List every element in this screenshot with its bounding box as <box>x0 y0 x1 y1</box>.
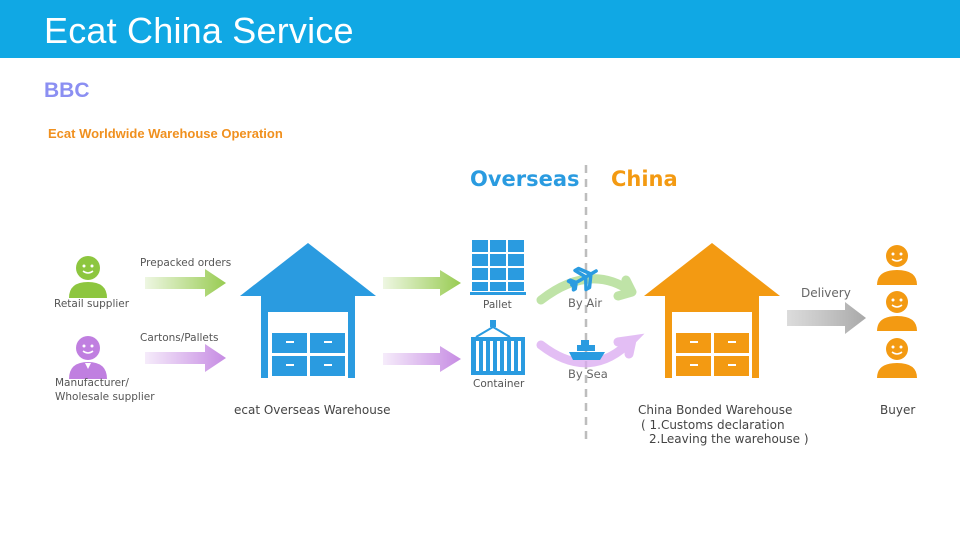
retail-supplier-icon <box>69 256 107 298</box>
manufacturer-label-line2: Wholesale supplier <box>55 391 155 403</box>
overseas-warehouse-icon <box>240 243 376 378</box>
overseas-warehouse-label: ecat Overseas Warehouse <box>234 403 390 417</box>
delivery-arrow <box>787 302 866 334</box>
by-air-label: By Air <box>568 296 602 310</box>
manufacturer-label-line1: Manufacturer/ <box>55 377 129 389</box>
manufacturer-icon <box>69 336 107 379</box>
ship-icon <box>569 340 605 360</box>
buyer-label: Buyer <box>880 403 915 417</box>
container-label: Container <box>473 378 525 390</box>
page-title: Ecat China Service <box>44 10 354 51</box>
delivery-label: Delivery <box>801 286 851 300</box>
bonded-warehouse-label: China Bonded Warehouse <box>638 403 792 417</box>
bonded-step2-label: 2.Leaving the warehouse ) <box>649 432 809 446</box>
pallet-label: Pallet <box>483 299 512 311</box>
region-china-label: China <box>611 167 678 191</box>
purple-arrow-to-container <box>383 346 461 372</box>
buyer-icon <box>877 338 917 378</box>
airplane-icon <box>566 266 598 292</box>
section-label: BBC <box>44 79 90 102</box>
pallet-icon <box>470 240 526 295</box>
green-arrow <box>145 269 226 297</box>
cartons-pallets-label: Cartons/Pallets <box>140 332 218 344</box>
retail-supplier-label: Retail supplier <box>54 298 130 310</box>
buyer-icon <box>877 291 917 331</box>
bonded-warehouse-icon <box>644 243 780 378</box>
by-sea-label: By Sea <box>568 367 608 381</box>
green-arrow-to-pallet <box>383 270 461 296</box>
section-caption: Ecat Worldwide Warehouse Operation <box>48 126 283 141</box>
purple-arrow <box>145 344 226 372</box>
container-icon <box>471 320 525 375</box>
sea-route-arrow <box>536 333 645 368</box>
air-route-arrow <box>536 274 637 305</box>
region-overseas-label: Overseas <box>470 167 580 191</box>
title-bar <box>0 0 960 58</box>
buyer-icon <box>877 245 917 285</box>
bonded-step1-label: ( 1.Customs declaration <box>641 418 785 432</box>
prepacked-orders-label: Prepacked orders <box>140 257 231 269</box>
